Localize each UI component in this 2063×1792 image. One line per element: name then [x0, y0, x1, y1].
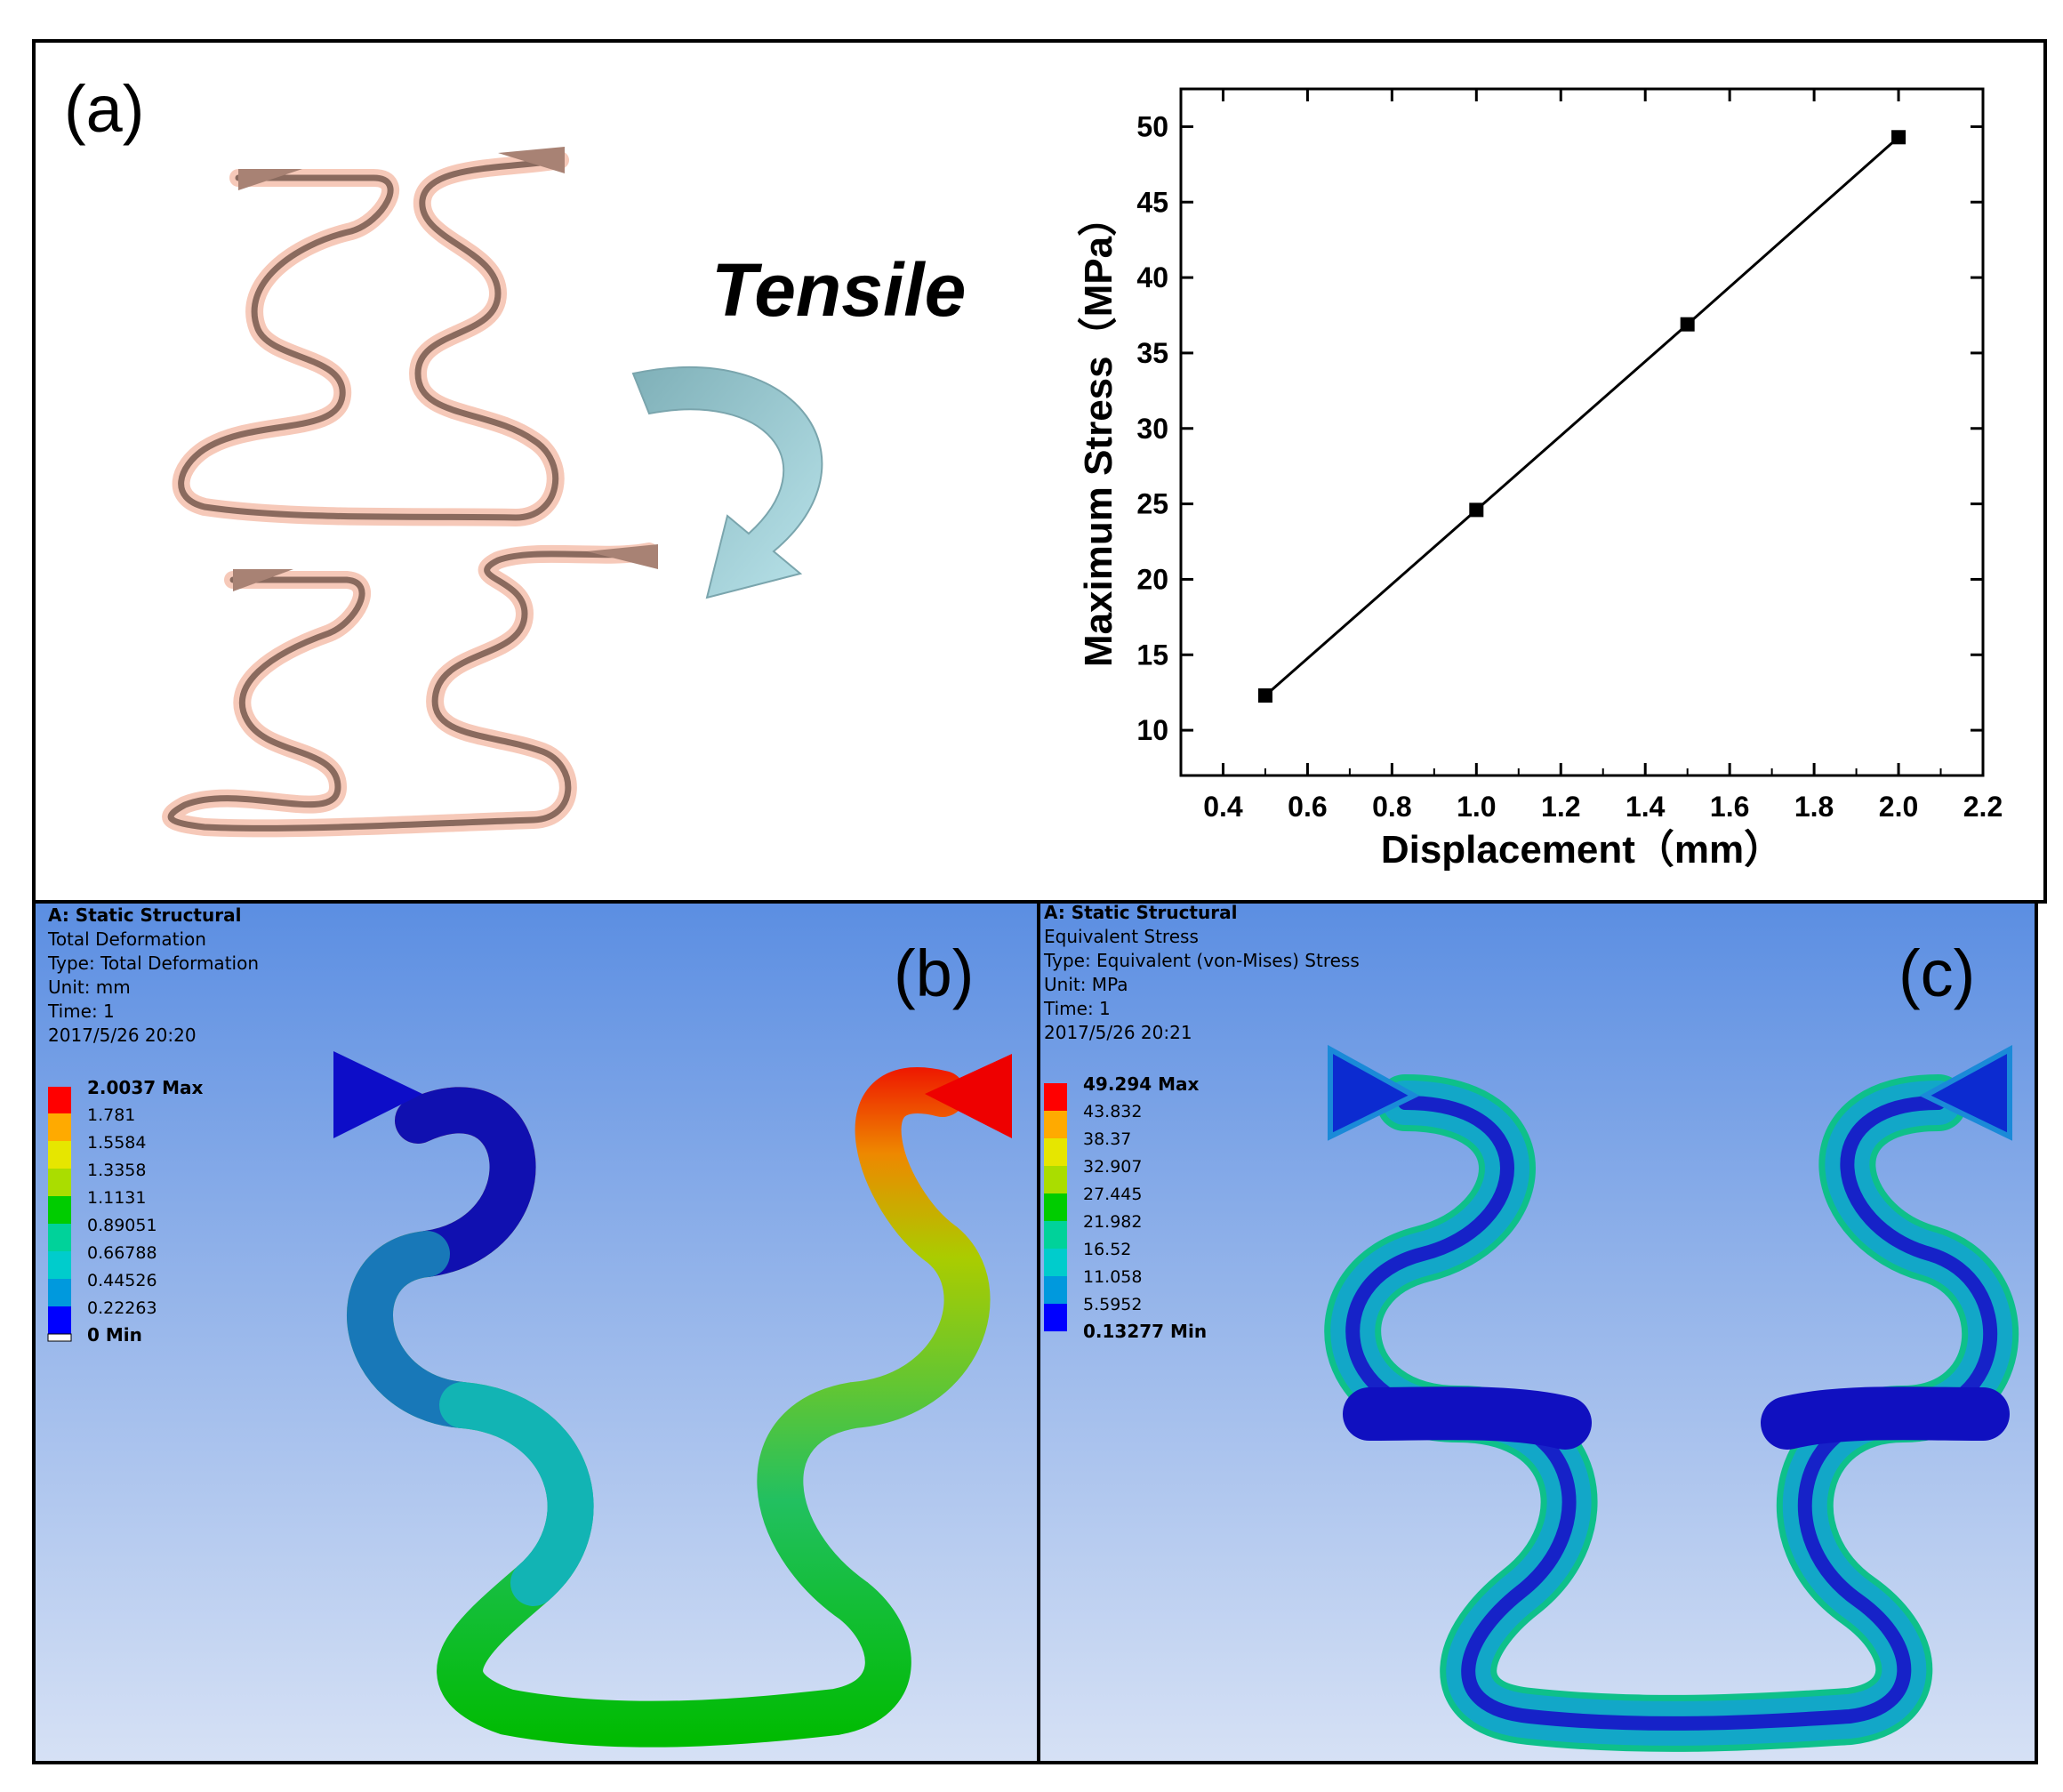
- y-tick-label: 50: [1136, 110, 1168, 142]
- info-line: Type: Equivalent (von-Mises) Stress: [1043, 950, 1360, 971]
- info-line: 2017/5/26 20:21: [1044, 1022, 1192, 1043]
- legend-swatch: [1044, 1276, 1067, 1304]
- data-point: [1469, 502, 1484, 518]
- panel-b-info: A: Static Structural Total Deformation T…: [47, 904, 259, 1046]
- legend-swatch: [1044, 1193, 1067, 1221]
- legend-swatch: [48, 1306, 71, 1334]
- info-title: A: Static Structural: [48, 904, 241, 926]
- spring-illustration-lower: [162, 542, 658, 838]
- panel-c-legend: 49.294 Max 43.832 38.37 32.907 27.445 21…: [1044, 1073, 1207, 1342]
- series-line: [1264, 136, 1900, 697]
- data-point: [1680, 317, 1695, 332]
- info-line: Unit: mm: [48, 976, 131, 998]
- legend-swatch: [48, 1196, 71, 1224]
- deformation-contour-spring: [347, 1067, 991, 1748]
- legend-swatch: [1044, 1138, 1067, 1166]
- info-line: Time: 1: [47, 1000, 115, 1022]
- panel-c-info: A: Static Structural Equivalent Stress T…: [1043, 902, 1360, 1043]
- legend-swatch: [48, 1251, 71, 1279]
- legend-value: 0.66788: [87, 1243, 157, 1263]
- x-tick-label: 1.8: [1794, 791, 1834, 823]
- info-line: Type: Total Deformation: [47, 952, 259, 974]
- info-line: Unit: MPa: [1044, 974, 1128, 995]
- y-tick-label: 15: [1136, 639, 1168, 671]
- tensile-arrow: [631, 366, 823, 599]
- x-tick-label: 2.0: [1879, 791, 1918, 823]
- y-tick-label: 45: [1136, 186, 1168, 218]
- legend-swatch: [48, 1224, 71, 1251]
- legend-swatch: [48, 1087, 71, 1113]
- x-tick-label: 1.4: [1626, 791, 1666, 823]
- info-line: Time: 1: [1043, 998, 1111, 1019]
- legend-value: 21.982: [1083, 1212, 1142, 1232]
- spring-illustration-upper: [172, 147, 569, 526]
- legend-swatch: [48, 1169, 71, 1196]
- data-point: [1891, 130, 1906, 145]
- legend-max: 49.294 Max: [1083, 1073, 1200, 1095]
- stress-contour-spring: [1324, 1074, 2019, 1752]
- chart-plot-area: [1179, 87, 1985, 777]
- legend-value: 0.44526: [87, 1271, 157, 1290]
- legend-swatch: [1044, 1221, 1067, 1249]
- y-tick-label: 10: [1136, 714, 1168, 746]
- stress-displacement-chart: 0.4 0.6 0.8 1.0 1.2 1.4 1.6 1.8 2.0 2.2 10 15 20 25 30…: [1077, 87, 2003, 872]
- panel-b-label: (b): [894, 936, 974, 1010]
- x-axis-title: Displacement（mm）: [1381, 828, 1783, 872]
- legend-value: 5.5952: [1083, 1295, 1142, 1314]
- y-axis-title: Maximum Stress（MPa）: [1077, 197, 1120, 667]
- legend-value: 43.832: [1083, 1102, 1142, 1121]
- legend-swatch: [1044, 1304, 1067, 1331]
- legend-swatch: [48, 1279, 71, 1306]
- legend-value: 16.52: [1083, 1240, 1131, 1259]
- panel-b-legend: 2.0037 Max 1.781 1.5584 1.3358 1.1131 0.…: [47, 1077, 204, 1346]
- tensile-label: Tensile: [711, 248, 966, 332]
- legend-value: 1.781: [87, 1105, 135, 1125]
- legend-value: 0.22263: [87, 1298, 157, 1318]
- x-tick-label: 0.6: [1288, 791, 1327, 823]
- data-point: [1257, 688, 1272, 703]
- legend-value: 1.5584: [87, 1133, 146, 1153]
- legend-min: 0.13277 Min: [1083, 1321, 1207, 1342]
- panel-a-label: (a): [64, 72, 144, 146]
- info-line: Total Deformation: [47, 928, 206, 950]
- panel-c-label: (c): [1898, 936, 1975, 1010]
- legend-value: 1.3358: [87, 1161, 146, 1180]
- info-title: A: Static Structural: [1044, 902, 1237, 923]
- y-tick-label: 20: [1136, 563, 1168, 595]
- legend-swatch: [1044, 1249, 1067, 1276]
- legend-max: 2.0037 Max: [87, 1077, 204, 1098]
- displacement-end-right: [1919, 1044, 2012, 1141]
- x-tick-label: 0.8: [1372, 791, 1411, 823]
- legend-swatch: [48, 1113, 71, 1141]
- x-tick-label: 1.2: [1541, 791, 1580, 823]
- legend-swatch: [1044, 1166, 1067, 1193]
- legend-swatch: [1044, 1111, 1067, 1138]
- displacement-end-right: [925, 1054, 1012, 1138]
- legend-value: 0.89051: [87, 1216, 157, 1235]
- legend-value: 27.445: [1083, 1185, 1142, 1204]
- y-tick-label: 25: [1136, 488, 1168, 520]
- legend-value: 38.37: [1083, 1129, 1131, 1149]
- legend-value: 1.1131: [87, 1188, 146, 1208]
- fixed-support-left: [1328, 1044, 1420, 1141]
- legend-min: 0 Min: [87, 1324, 142, 1346]
- fixed-support-left: [333, 1051, 422, 1138]
- info-line: Equivalent Stress: [1044, 926, 1199, 947]
- info-line: 2017/5/26 20:20: [48, 1025, 197, 1046]
- x-tick-label: 2.2: [1963, 791, 2003, 823]
- legend-value: 32.907: [1083, 1157, 1142, 1177]
- x-tick-label: 1.6: [1710, 791, 1749, 823]
- y-tick-label: 30: [1136, 413, 1168, 445]
- y-tick-label: 35: [1136, 337, 1168, 369]
- y-tick-label: 40: [1136, 261, 1168, 293]
- legend-swatch-min: [47, 1333, 72, 1342]
- legend-swatch: [1044, 1083, 1067, 1111]
- legend-value: 11.058: [1083, 1267, 1142, 1287]
- legend-swatch: [48, 1141, 71, 1169]
- x-tick-label: 1.0: [1457, 791, 1496, 823]
- x-tick-label: 0.4: [1203, 791, 1243, 823]
